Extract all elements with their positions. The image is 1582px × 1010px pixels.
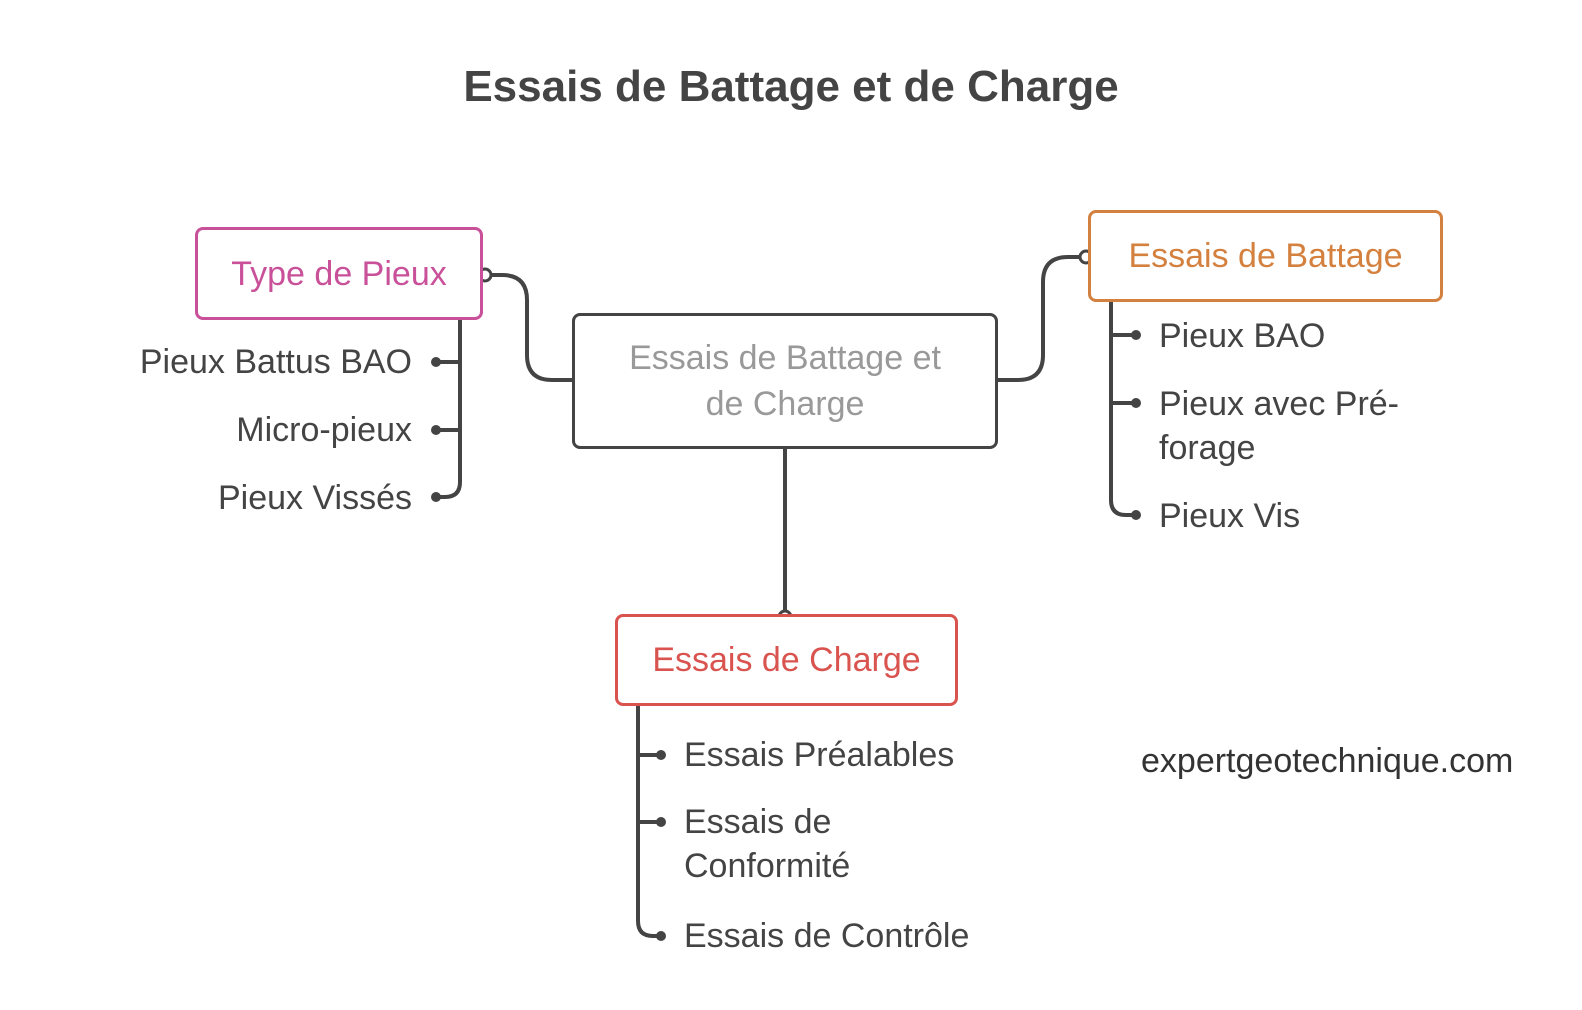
list-item-essais-conformite: Essais de Conformité	[684, 803, 851, 885]
bullet-pieux-bao	[1131, 330, 1141, 340]
watermark-text: expertgeotechnique.com	[1141, 742, 1514, 780]
node-essais-battage-label: Essais de Battage	[1128, 237, 1403, 275]
branch-line-essais-charge	[636, 704, 663, 938]
bullet-pieux-battus	[431, 357, 441, 367]
node-essais-charge: Essais de Charge	[615, 614, 958, 706]
list-item-micro-pieux: Micro-pieux	[236, 411, 412, 449]
bullet-essais-controle	[656, 931, 666, 941]
list-item-essais-controle: Essais de Contrôle	[684, 917, 970, 955]
node-essais-charge-label: Essais de Charge	[652, 641, 921, 679]
list-item-pieux-bao: Pieux BAO	[1159, 317, 1326, 355]
connector-center-essais-battage	[996, 255, 1088, 382]
branch-line-type-pieux	[434, 318, 462, 499]
central-node-label: Essais de Battage et de Charge	[629, 339, 941, 423]
connector-center-type-pieux	[483, 273, 574, 382]
bullet-micro-pieux	[431, 425, 441, 435]
bullet-essais-prealables	[656, 750, 666, 760]
node-essais-battage: Essais de Battage	[1088, 210, 1443, 302]
node-type-pieux: Type de Pieux	[195, 227, 483, 320]
central-node: Essais de Battage et de Charge	[572, 313, 998, 449]
bullet-pieux-visses	[431, 492, 441, 502]
list-item-pieux-vis: Pieux Vis	[1159, 497, 1301, 535]
page-title: Essais de Battage et de Charge	[463, 62, 1119, 111]
bullet-pieux-vis	[1131, 510, 1141, 520]
list-item-pieux-preforage: Pieux avec Pré-forage	[1159, 385, 1399, 467]
list-item-essais-prealables: Essais Préalables	[684, 736, 955, 774]
branch-line-essais-battage	[1109, 300, 1138, 517]
bullet-essais-conformite	[656, 817, 666, 827]
list-item-pieux-battus-bao: Pieux Battus BAO	[139, 343, 412, 381]
node-type-pieux-label: Type de Pieux	[231, 254, 447, 293]
bullet-pieux-preforage	[1131, 398, 1141, 408]
list-item-pieux-visses: Pieux Vissés	[217, 479, 412, 517]
